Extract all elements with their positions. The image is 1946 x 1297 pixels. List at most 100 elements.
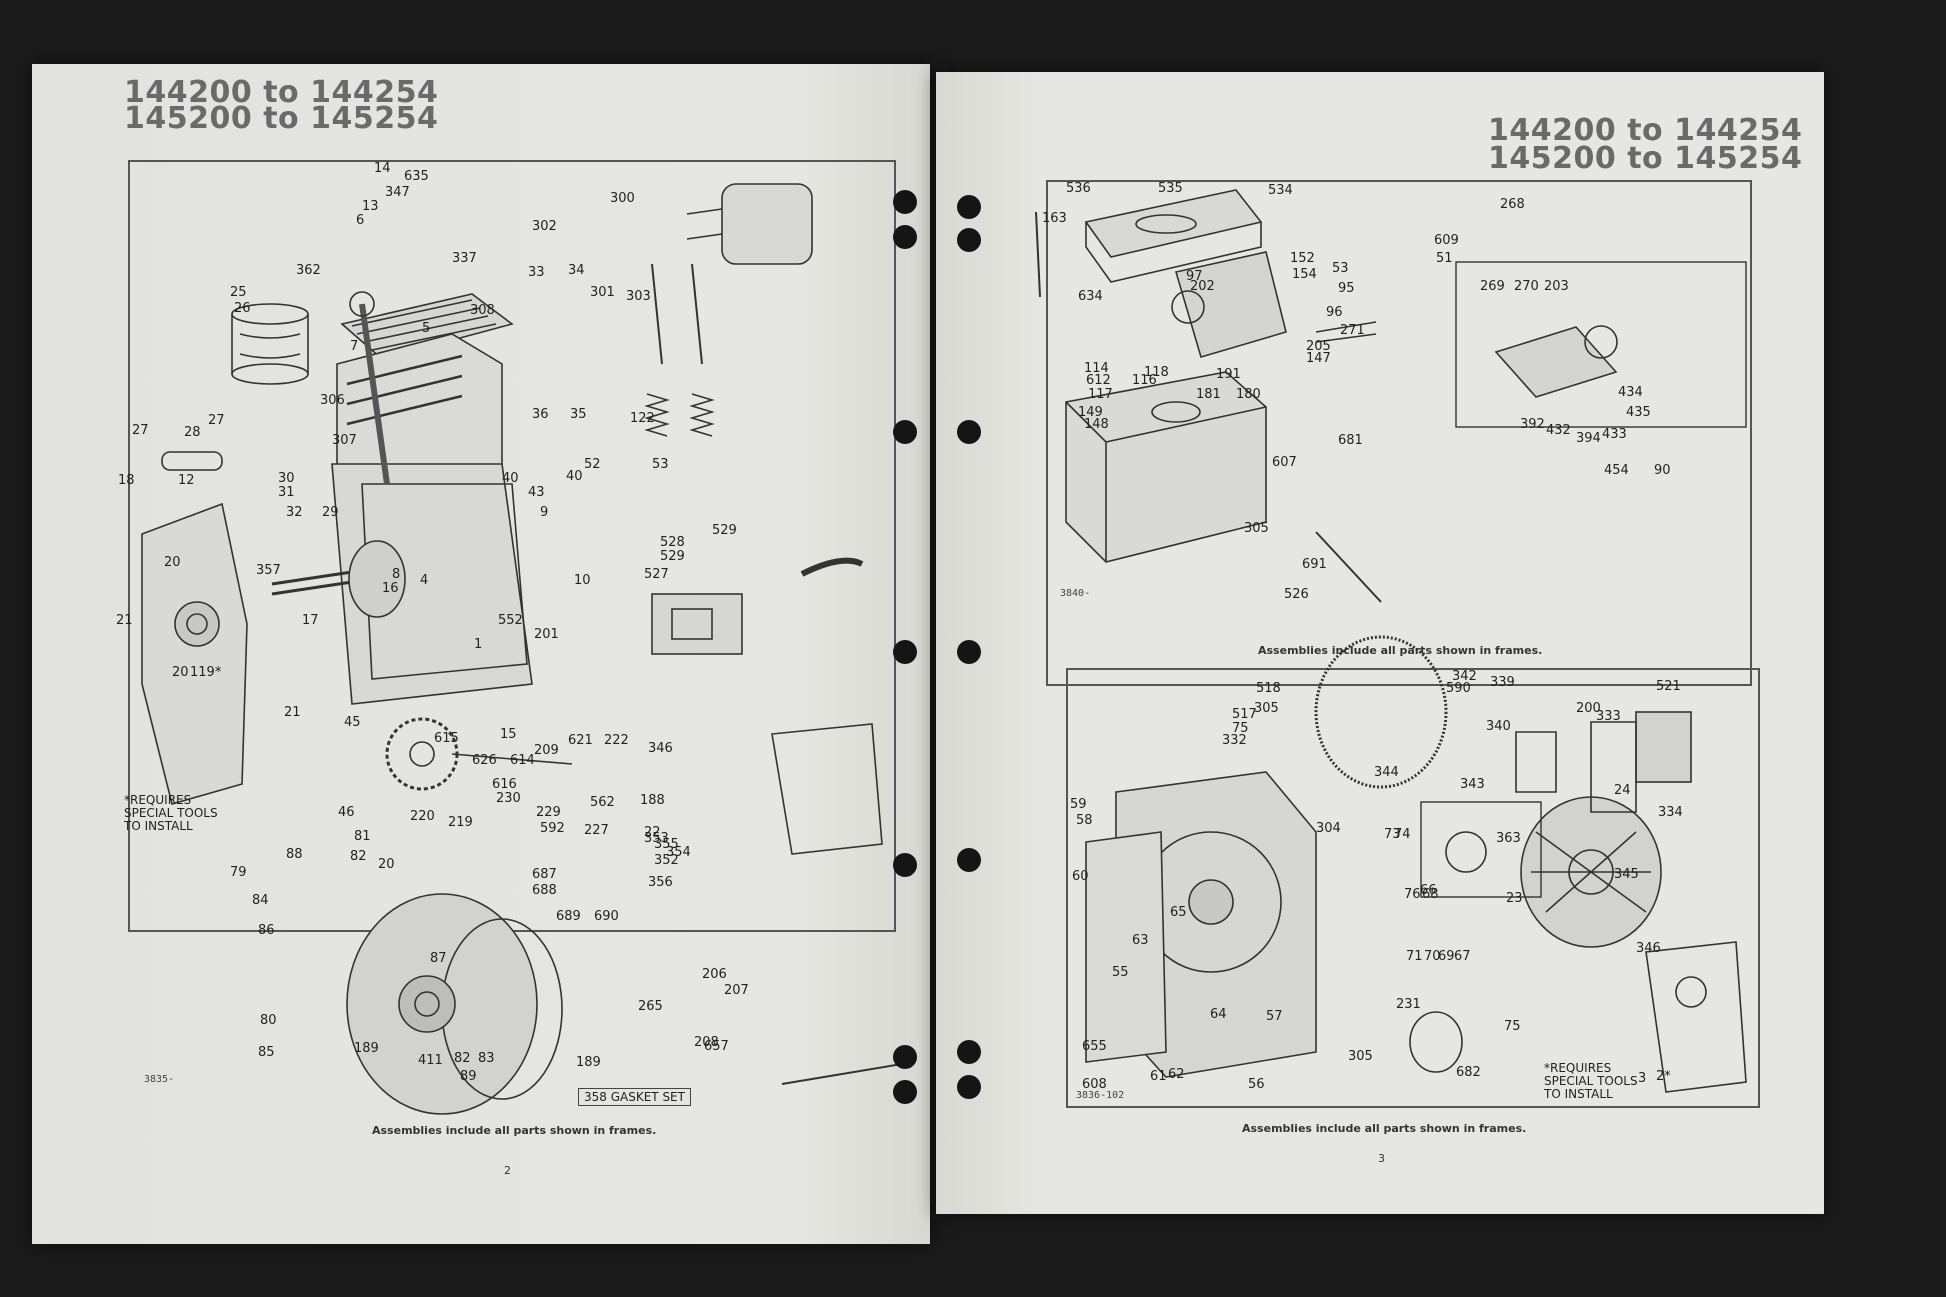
binder-hole xyxy=(957,420,981,444)
part-number-label: 114 xyxy=(1084,361,1109,376)
part-number-label: 122 xyxy=(630,411,655,426)
binder-hole xyxy=(957,195,981,219)
part-number-label: 411 xyxy=(418,1053,443,1068)
part-number-label: 529 xyxy=(712,523,737,538)
part-number-label: 434 xyxy=(1618,385,1643,400)
part-number-label: 18 xyxy=(118,473,135,488)
part-number-label: 305 xyxy=(1348,1049,1373,1064)
right-bottom-figure-id: 3836-102 xyxy=(1076,1090,1125,1101)
part-number-label: 356 xyxy=(648,875,673,890)
part-number-label: 2* xyxy=(1656,1069,1671,1084)
part-number-label: 32 xyxy=(286,505,303,520)
part-number-label: 24 xyxy=(1614,783,1631,798)
part-number-label: 116 xyxy=(1132,373,1157,388)
part-number-label: 81 xyxy=(354,829,371,844)
part-number-label: 64 xyxy=(1210,1007,1227,1022)
left-page: 144200 to 144254 145200 to 145254 xyxy=(32,64,930,1244)
part-number-label: 302 xyxy=(532,219,557,234)
part-number-label: 265 xyxy=(638,999,663,1014)
part-number-label: 73 xyxy=(1384,827,1401,842)
part-number-label: 304 xyxy=(1316,821,1341,836)
part-number-label: 343 xyxy=(1460,777,1485,792)
part-number-label: 271 xyxy=(1340,323,1365,338)
part-number-label: 206 xyxy=(702,967,727,982)
part-number-label: 344 xyxy=(1374,765,1399,780)
part-number-label: 337 xyxy=(452,251,477,266)
left-figure-id: 3835- xyxy=(144,1074,175,1085)
part-number-label: 517 xyxy=(1232,707,1257,722)
part-number-label: 66 xyxy=(1420,883,1437,898)
part-number-label: 43 xyxy=(528,485,545,500)
part-number-label: 518 xyxy=(1256,681,1281,696)
part-number-label: 635 xyxy=(404,169,429,184)
part-number-label: 181 xyxy=(1196,387,1221,402)
part-number-label: 75 xyxy=(1504,1019,1521,1034)
part-number-label: 80 xyxy=(260,1013,277,1028)
part-number-label: 88 xyxy=(286,847,303,862)
part-number-label: 71 xyxy=(1406,949,1423,964)
part-number-label: 203 xyxy=(1544,279,1569,294)
part-number-label: 12 xyxy=(178,473,195,488)
part-number-label: 36 xyxy=(532,407,549,422)
part-number-label: 60 xyxy=(1072,869,1089,884)
crankcase-shape xyxy=(331,463,533,705)
part-number-label: 97 xyxy=(1186,269,1203,284)
part-number-label: 57 xyxy=(1266,1009,1283,1024)
part-number-label: 657 xyxy=(704,1039,729,1054)
binder-hole xyxy=(893,1080,917,1104)
part-number-label: 222 xyxy=(604,733,629,748)
part-number-label: 25 xyxy=(230,285,247,300)
part-number-label: 612 xyxy=(1086,373,1111,388)
binder-hole xyxy=(893,853,917,877)
part-number-label: 352 xyxy=(654,853,679,868)
part-number-label: 689 xyxy=(556,909,581,924)
part-number-label: 70 xyxy=(1424,949,1441,964)
part-number-label: 454 xyxy=(1604,463,1629,478)
part-number-label: 201 xyxy=(534,627,559,642)
part-number-label: 147 xyxy=(1306,351,1331,366)
right-top-caption: Assemblies include all parts shown in fr… xyxy=(1258,644,1543,657)
part-number-label: 688 xyxy=(532,883,557,898)
part-number-label: 75 xyxy=(1232,721,1249,736)
part-number-label: 5 xyxy=(422,321,430,336)
binder-hole xyxy=(893,1045,917,1069)
part-number-label: 305 xyxy=(1244,521,1269,536)
part-number-label: 231 xyxy=(1396,997,1421,1012)
part-number-label: 28 xyxy=(184,425,201,440)
part-number-label: 53 xyxy=(1332,261,1349,276)
binder-hole xyxy=(957,228,981,252)
part-number-label: 690 xyxy=(594,909,619,924)
part-number-label: 87 xyxy=(430,951,447,966)
part-number-label: 305 xyxy=(1254,701,1279,716)
part-number-label: 69 xyxy=(1438,949,1455,964)
part-number-label: 83 xyxy=(478,1051,495,1066)
part-number-label: 117 xyxy=(1088,387,1113,402)
part-number-label: 432 xyxy=(1546,423,1571,438)
part-number-label: 345 xyxy=(1614,867,1639,882)
part-number-label: 655 xyxy=(1082,1039,1107,1054)
part-number-label: 355 xyxy=(654,837,679,852)
binder-hole xyxy=(957,1075,981,1099)
left-header-line-2: 145200 to 145254 xyxy=(124,101,439,136)
muffler-shape xyxy=(721,183,813,265)
part-number-label: 34 xyxy=(568,263,585,278)
part-number-label: 333 xyxy=(1596,709,1621,724)
part-number-label: 149 xyxy=(1078,405,1103,420)
part-number-label: 590 xyxy=(1446,681,1471,696)
part-number-label: 340 xyxy=(1486,719,1511,734)
left-page-number: 2 xyxy=(504,1164,511,1177)
right-page-number: 3 xyxy=(1378,1152,1385,1165)
part-number-label: 307 xyxy=(332,433,357,448)
part-number-label: 268 xyxy=(1500,197,1525,212)
part-number-label: 682 xyxy=(1456,1065,1481,1080)
part-number-label: 220 xyxy=(410,809,435,824)
part-number-label: 270 xyxy=(1514,279,1539,294)
part-number-label: 609 xyxy=(1434,233,1459,248)
left-header-line-1: 144200 to 144254 xyxy=(124,75,439,110)
part-number-label: 229 xyxy=(536,805,561,820)
part-number-label: 334 xyxy=(1658,805,1683,820)
part-number-label: 76 xyxy=(1404,887,1421,902)
part-number-label: 189 xyxy=(354,1041,379,1056)
